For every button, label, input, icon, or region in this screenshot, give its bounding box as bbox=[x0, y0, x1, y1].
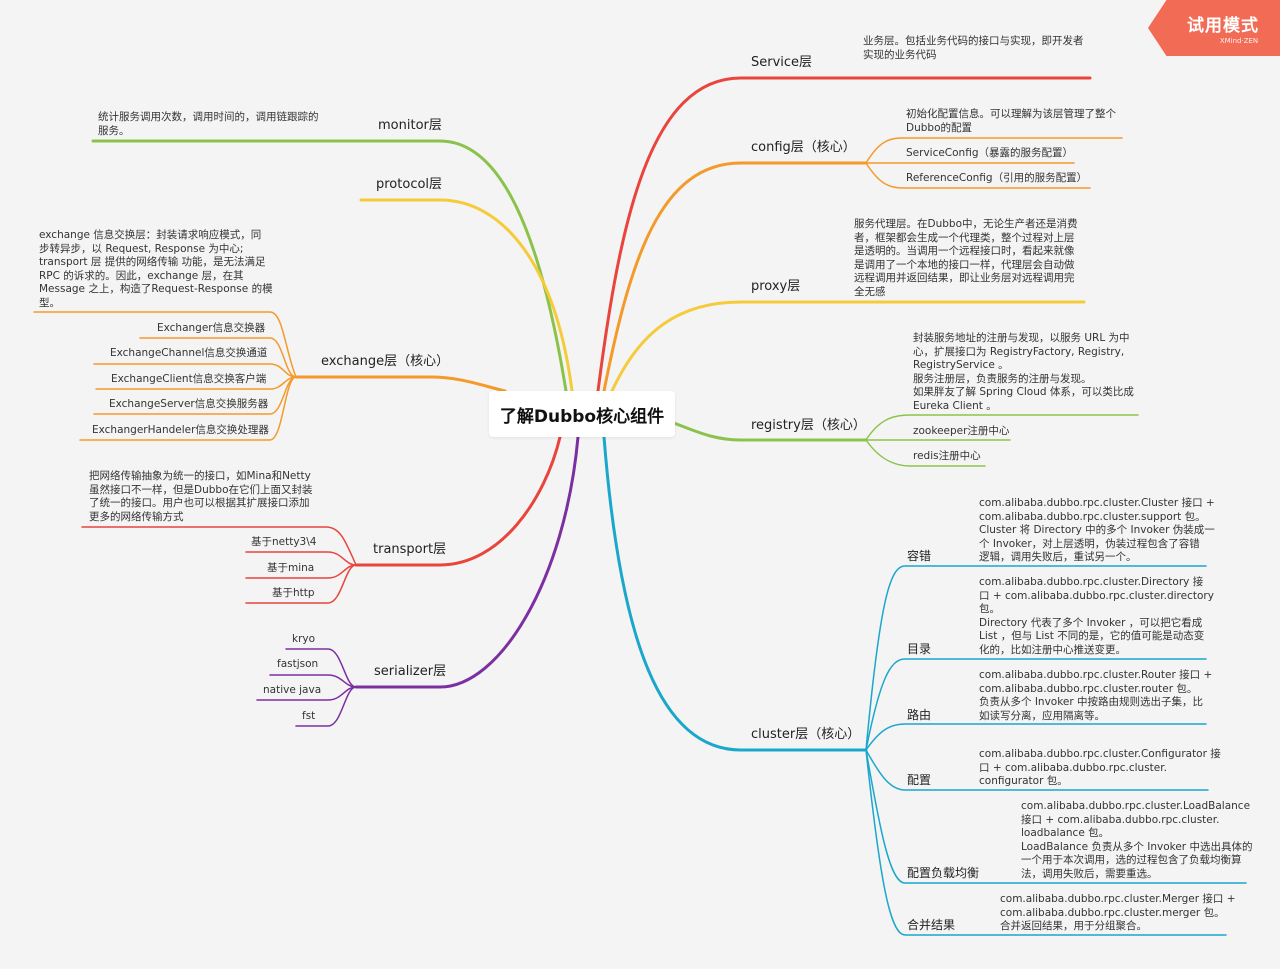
edge-exchange-child-4 bbox=[79, 376, 297, 441]
exchange-child-exchanger[interactable]: Exchanger信息交换器 bbox=[157, 322, 266, 334]
edge-cluster-fault bbox=[865, 565, 1207, 751]
edge-config-init bbox=[865, 137, 1123, 164]
topic-registry[interactable]: registry层（核心） bbox=[751, 418, 866, 433]
topic-serializer[interactable]: serializer层 bbox=[374, 664, 447, 679]
topic-protocol[interactable]: protocol层 bbox=[376, 177, 443, 192]
edge-exchange-child-0 bbox=[139, 337, 297, 378]
transport-child-mina[interactable]: 基于mina bbox=[267, 562, 315, 574]
serializer-child-kryo[interactable]: kryo bbox=[292, 633, 316, 645]
edge-exchange-note bbox=[33, 311, 297, 378]
serializer-child-fastjson[interactable]: fastjson bbox=[277, 658, 319, 670]
note-configurator[interactable]: com.alibaba.dubbo.rpc.cluster.Configurat… bbox=[979, 748, 1221, 787]
edge-transport-child-2 bbox=[245, 564, 357, 604]
note-service[interactable]: 业务层。包括业务代码的接口与实现，即开发者 实现的业务代码 bbox=[863, 35, 1084, 61]
edge-exchange bbox=[294, 375, 507, 393]
cluster-child-configurator[interactable]: 配置 bbox=[907, 773, 932, 787]
topic-monitor[interactable]: monitor层 bbox=[378, 118, 442, 133]
cluster-child-router[interactable]: 路由 bbox=[907, 708, 932, 722]
exchange-child-handler[interactable]: ExchangerHandeler信息交换处理器 bbox=[92, 424, 269, 436]
edge-proxy bbox=[610, 300, 1086, 393]
note-proxy[interactable]: 服务代理层。在Dubbo中，无论生产者还是消费 者，框架都会生成一个代理类，整个… bbox=[854, 218, 1078, 298]
serializer-child-fst[interactable]: fst bbox=[302, 710, 316, 722]
edge-cluster-merger bbox=[865, 749, 1227, 936]
edge-exchange-child-1 bbox=[93, 363, 297, 378]
edge-protocol bbox=[359, 198, 574, 393]
edge-serializer-child-3 bbox=[295, 686, 357, 727]
edge-serializer-child-0 bbox=[285, 648, 357, 688]
topic-proxy[interactable]: proxy层 bbox=[751, 279, 801, 294]
edge-transport-child-0 bbox=[245, 551, 357, 566]
transport-child-netty[interactable]: 基于netty3\4 bbox=[251, 536, 317, 548]
registry-child-redis[interactable]: redis注册中心 bbox=[913, 450, 981, 462]
edge-cluster-directory bbox=[865, 658, 1207, 751]
edge-cluster-loadbalance bbox=[865, 749, 1247, 884]
edge-serializer-child-1 bbox=[269, 674, 357, 688]
exchange-child-server[interactable]: ExchangeServer信息交换服务器 bbox=[109, 398, 269, 410]
trial-mode-title: 试用模式 bbox=[1187, 16, 1259, 36]
cluster-child-directory[interactable]: 目录 bbox=[907, 642, 932, 656]
edge-monitor bbox=[91, 139, 568, 393]
registry-child-desc[interactable]: 封装服务地址的注册与发现，以服务 URL 为中 心，扩展接口为 Registry… bbox=[913, 332, 1134, 412]
note-merger[interactable]: com.alibaba.dubbo.rpc.cluster.Merger 接口 … bbox=[1000, 893, 1236, 932]
exchange-child-client[interactable]: ExchangeClient信息交换客户端 bbox=[111, 373, 267, 385]
topic-service[interactable]: Service层 bbox=[751, 55, 813, 70]
registry-child-zookeeper[interactable]: zookeeper注册中心 bbox=[913, 425, 1010, 437]
exchange-child-channel[interactable]: ExchangeChannel信息交换通道 bbox=[110, 347, 268, 359]
edge-registry-redis bbox=[865, 439, 986, 467]
note-transport[interactable]: 把网络传输抽象为统一的接口，如Mina和Netty 虽然接口不一样，但是Dubb… bbox=[89, 470, 313, 523]
root-topic[interactable]: 了解Dubbo核心组件 bbox=[489, 391, 675, 437]
cluster-child-merger[interactable]: 合并结果 bbox=[907, 918, 956, 932]
topic-transport[interactable]: transport层 bbox=[373, 542, 447, 557]
transport-child-http[interactable]: 基于http bbox=[272, 587, 315, 599]
edge-transport-note bbox=[81, 526, 357, 566]
note-monitor[interactable]: 统计服务调用次数，调用时间的，调用链跟踪的 服务。 bbox=[98, 111, 319, 137]
xmind-zen-logo: XMind·ZEN bbox=[1219, 37, 1259, 45]
edge-registry-desc bbox=[865, 414, 1139, 441]
edge-config-reference bbox=[865, 162, 1091, 189]
topic-cluster[interactable]: cluster层（核心） bbox=[751, 727, 861, 742]
note-directory[interactable]: com.alibaba.dubbo.rpc.cluster.Directory … bbox=[979, 576, 1214, 656]
config-child-init[interactable]: 初始化配置信息。可以理解为该层管理了整个 Dubbo的配置 bbox=[906, 108, 1116, 134]
cluster-child-fault-tolerance[interactable]: 容错 bbox=[907, 549, 932, 563]
config-child-serviceconfig[interactable]: ServiceConfig（暴露的服务配置） bbox=[906, 147, 1073, 159]
topic-exchange[interactable]: exchange层（核心） bbox=[321, 354, 450, 369]
note-router[interactable]: com.alibaba.dubbo.rpc.cluster.Router 接口 … bbox=[979, 669, 1213, 722]
edge-config bbox=[602, 161, 868, 393]
edge-cluster-configurator bbox=[865, 749, 1209, 791]
note-fault-tolerance[interactable]: com.alibaba.dubbo.rpc.cluster.Cluster 接口… bbox=[979, 497, 1215, 563]
note-exchange[interactable]: exchange 信息交换层：封装请求响应模式，同 步转异步，以 Request… bbox=[39, 229, 273, 309]
trial-mode-badge[interactable]: 试用模式 XMind·ZEN bbox=[1148, 0, 1280, 56]
topic-config[interactable]: config层（核心） bbox=[751, 140, 856, 155]
note-loadbalance[interactable]: com.alibaba.dubbo.rpc.cluster.LoadBalanc… bbox=[1021, 800, 1253, 880]
serializer-child-native-java[interactable]: native java bbox=[263, 684, 322, 696]
edge-transport bbox=[354, 435, 562, 567]
edge-cluster bbox=[602, 435, 868, 752]
edge-service bbox=[596, 76, 1092, 393]
edge-cluster-router bbox=[865, 723, 1207, 751]
cluster-child-loadbalance[interactable]: 配置负载均衡 bbox=[907, 866, 980, 880]
edge-serializer bbox=[354, 435, 580, 689]
config-child-referenceconfig[interactable]: ReferenceConfig（引用的服务配置） bbox=[906, 172, 1088, 184]
